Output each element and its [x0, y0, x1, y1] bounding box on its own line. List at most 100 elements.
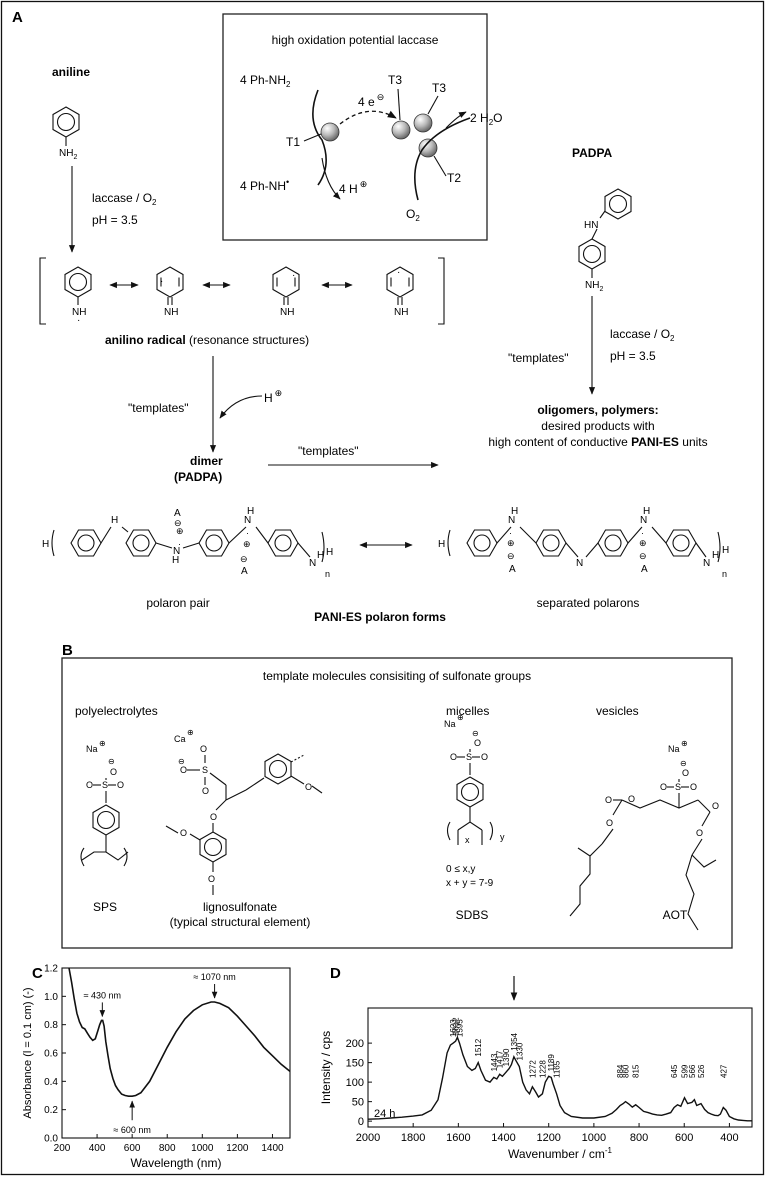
chart-d-peak-label: 860 — [622, 1064, 631, 1078]
ph-nh2-label: 4 Ph-NH2 — [240, 73, 291, 89]
svg-text:S: S — [466, 752, 472, 762]
svg-text:x + y = 7-9: x + y = 7-9 — [446, 878, 494, 889]
aniline-title: aniline — [52, 65, 90, 79]
laccase-o2-right: laccase / O2 — [610, 327, 675, 343]
svg-text:A: A — [641, 564, 648, 575]
svg-text:·: · — [641, 528, 644, 538]
ligno-label-2: (typical structural element) — [170, 915, 311, 929]
chart-d-ytick-label: 100 — [346, 1077, 364, 1089]
laccase-box-title: high oxidation potential laccase — [272, 33, 439, 47]
svg-text:⊕: ⊕ — [187, 728, 194, 737]
panel-label-c: C — [32, 965, 43, 982]
ligno-label-1: lignosulfonate — [203, 900, 277, 914]
anilino-radical-caption: anilino radical (resonance structures) — [105, 333, 309, 347]
laccase-box: high oxidation potential laccase 4 Ph-NH… — [222, 13, 502, 241]
polaron-pair-label: polaron pair — [146, 596, 209, 610]
chart-c-ytick-label: 1.0 — [44, 992, 58, 1003]
chart-d-peak-label: 1354 — [510, 1032, 519, 1050]
svg-text:NH: NH — [280, 307, 294, 318]
chart-c-ytick-label: 0.6 — [44, 1049, 58, 1060]
svg-text:⊕: ⊕ — [507, 538, 515, 548]
chart-d-xtick-label: 1400 — [491, 1132, 515, 1144]
chart-d-ytick-label: 150 — [346, 1058, 364, 1070]
chart-c-xlabel: Wavelength (nm) — [131, 1156, 222, 1170]
panel-label-d: D — [330, 965, 341, 982]
svg-text:NH2: NH2 — [59, 148, 77, 161]
svg-text:H: H — [722, 545, 729, 556]
proton-arrow — [219, 395, 263, 419]
t3-copper-b — [413, 113, 433, 133]
polyelectrolytes-label: polyelectrolytes — [75, 704, 158, 718]
svg-text:NH: NH — [72, 307, 86, 318]
svg-text:H: H — [317, 550, 324, 561]
svg-text:A: A — [174, 508, 181, 519]
proton-release-arrow — [321, 157, 341, 200]
chart-d-peak-label: 599 — [681, 1064, 690, 1078]
templates-mid: "templates" — [298, 444, 359, 458]
polaron-pair-structure: H H N H ⊕ · A ⊖ N H ⊕ · ⊖ A N H H n — [42, 506, 333, 579]
bracket-right — [438, 257, 445, 325]
svg-text:N: N — [508, 515, 515, 526]
oligomers-title: oligomers, polymers: — [537, 403, 658, 417]
svg-text:O: O — [628, 794, 635, 804]
chart-d-xtick-label: 600 — [675, 1132, 693, 1144]
sps-structure: Na⊕ ⊖O O S O — [80, 739, 129, 867]
panel-label-a: A — [12, 9, 23, 26]
svg-text:O: O — [474, 738, 481, 748]
ph-nh-radical-label: 4 Ph-NH• — [240, 177, 289, 193]
svg-text:⊖: ⊖ — [507, 551, 515, 561]
svg-text:N: N — [640, 515, 647, 526]
svg-text:O: O — [305, 782, 312, 792]
svg-text:⊖: ⊖ — [472, 729, 479, 738]
chart-c-series-line — [68, 967, 291, 1097]
chart-d-peak-label: 1417 — [496, 1050, 505, 1068]
svg-text:·: · — [509, 528, 512, 538]
svg-text:NH2: NH2 — [585, 280, 603, 293]
resonance-3: NH · — [272, 266, 300, 318]
chart-d-series-label: 24 h — [374, 1108, 395, 1120]
chart-d-peak-label: 1390 — [502, 1048, 511, 1066]
chart-d-peak-label: 1612 — [452, 1017, 461, 1035]
chart-d-peak-label: 566 — [688, 1064, 697, 1078]
ph-left: pH = 3.5 — [92, 213, 138, 227]
resonance-1: NH · — [64, 266, 92, 326]
chart-c-annotation-label: ≈ 600 nm — [113, 1125, 150, 1135]
chart-d-series-line — [367, 1035, 752, 1122]
svg-text:Na: Na — [668, 744, 680, 754]
sps-label: SPS — [93, 900, 117, 914]
chart-d-xtick-label: 1800 — [401, 1132, 425, 1144]
chart-c-xtick-label: 1000 — [191, 1143, 214, 1154]
desired-line2: high content of conductive PANI-ES units — [488, 435, 707, 449]
chart-c-xtick-label: 600 — [124, 1143, 141, 1154]
svg-text:n: n — [325, 569, 330, 579]
chart-c-xtick-label: 1400 — [261, 1143, 284, 1154]
svg-text:O: O — [210, 812, 217, 822]
chart-d-peak-label: 427 — [719, 1064, 728, 1078]
svg-text:O: O — [450, 752, 457, 762]
svg-text:O: O — [605, 795, 612, 805]
aot-label: AOT — [663, 908, 688, 922]
bracket-left — [39, 257, 46, 325]
separated-polarons-structure: H N H · ⊕ ⊖ A N N H · ⊕ ⊖ A N H H n — [438, 506, 729, 579]
svg-text:O: O — [696, 828, 703, 838]
svg-text:⊕: ⊕ — [681, 739, 688, 748]
svg-text:O: O — [606, 818, 613, 828]
svg-text:S: S — [102, 780, 108, 790]
svg-text:⊖: ⊖ — [174, 518, 182, 528]
svg-text:S: S — [202, 765, 208, 775]
svg-text:O: O — [180, 828, 187, 838]
svg-text:NH: NH — [394, 307, 408, 318]
t3b-label: T3 — [432, 81, 446, 95]
sdbs-label: SDBS — [456, 908, 489, 922]
svg-text:H: H — [511, 506, 518, 517]
svg-text:·: · — [178, 539, 181, 549]
chart-d-peak-label: 884 — [616, 1064, 625, 1078]
svg-text:N: N — [703, 558, 710, 569]
svg-text:H: H — [42, 539, 49, 550]
svg-text:NH: NH — [164, 307, 178, 318]
svg-text:H: H — [326, 547, 333, 558]
chart-d-xtick-label: 2000 — [356, 1132, 380, 1144]
svg-text:S: S — [675, 782, 681, 792]
svg-text:A: A — [241, 566, 248, 577]
